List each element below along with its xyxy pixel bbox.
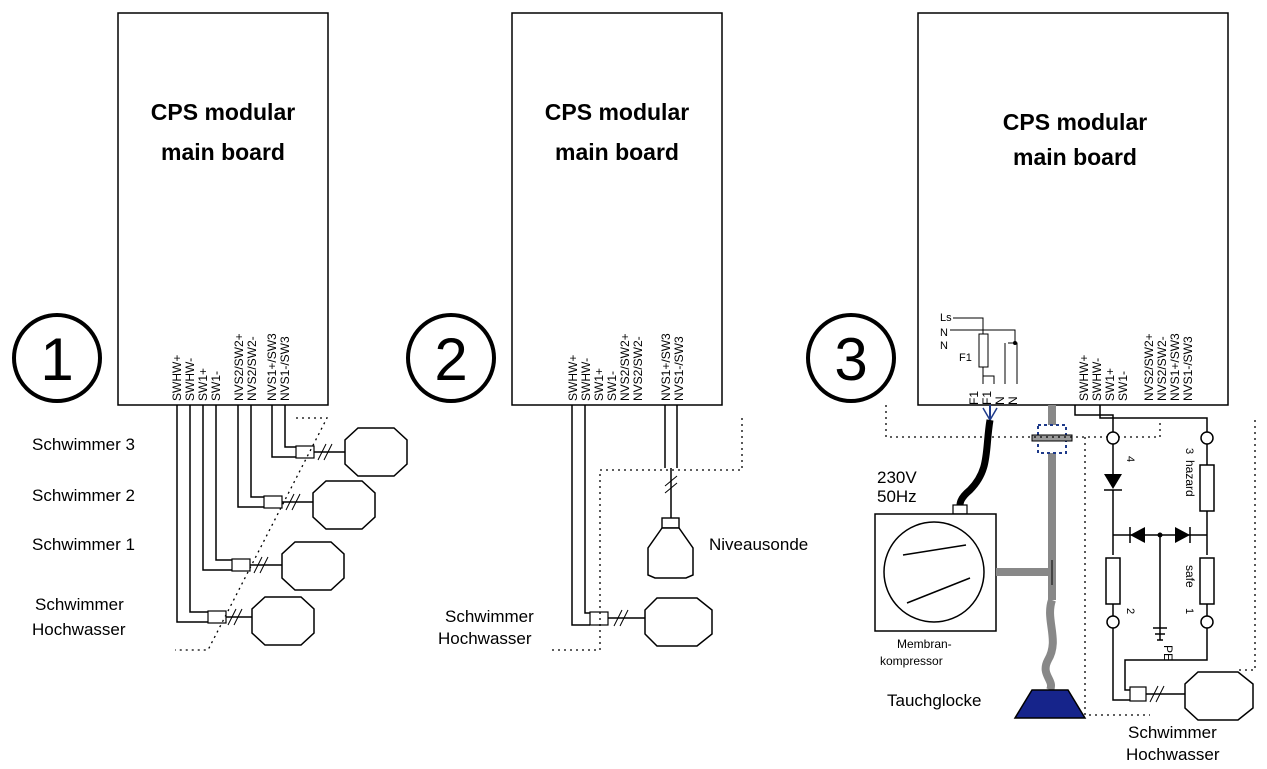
pin-label: NVS1-/SW3 xyxy=(672,336,686,401)
board-title-line1: CPS modular xyxy=(151,99,295,125)
panel-number-2: 2 xyxy=(434,326,467,393)
float-label-hw-b: Hochwasser xyxy=(32,620,126,639)
float-label-1: Schwimmer 1 xyxy=(32,535,135,554)
mains-label: N xyxy=(940,340,948,352)
power-cable xyxy=(956,419,994,511)
pin-label: NVS2/SW2- xyxy=(1155,336,1169,401)
float-label-2: Schwimmer 2 xyxy=(32,486,135,505)
pin-label: NVS1+/SW3 xyxy=(1168,333,1182,401)
safe-label: safe xyxy=(1183,565,1197,588)
float-label-hw-a: Schwimmer xyxy=(1128,723,1217,742)
pin-label: NVS1-/SW3 xyxy=(278,336,292,401)
power-pin-label: N xyxy=(1006,396,1020,405)
pin-label: SWHW+ xyxy=(170,355,184,401)
float-label-hw-b: Hochwasser xyxy=(1126,745,1220,764)
power-pin-label: N xyxy=(993,396,1007,405)
float-label-hw-b: Hochwasser xyxy=(438,629,532,648)
pin-label: SW1- xyxy=(605,371,619,401)
power-pin-label: F1 xyxy=(967,391,981,405)
float-hw-1 xyxy=(251,596,315,646)
mains-input: Ls N N F1 F1 F1 N N xyxy=(940,312,1020,405)
frequency-label: 50Hz xyxy=(877,487,917,506)
panel-3: CPS modular main board 3 Ls N N F1 F1 F1… xyxy=(806,12,1256,764)
cables-1 xyxy=(207,443,345,626)
board-title-line2: main board xyxy=(161,139,285,165)
pin-label: SW1- xyxy=(209,371,223,401)
wires-1 xyxy=(176,405,296,623)
pin-label: NVS2/SW2- xyxy=(245,336,259,401)
membrane-compressor xyxy=(874,513,997,632)
pin-label: SW1- xyxy=(1116,371,1130,401)
wires-2 xyxy=(571,405,678,626)
panel-number-circle-2 xyxy=(406,313,496,403)
pin-label: NVS2/SW2+ xyxy=(232,333,246,401)
pin-label: NVS2/SW2+ xyxy=(618,333,632,401)
board-title-line1: CPS modular xyxy=(545,99,689,125)
float-1 xyxy=(281,541,345,591)
main-board-3 xyxy=(917,12,1229,406)
power-pin-label: F1 xyxy=(980,391,994,405)
panel-number-circle-1 xyxy=(12,313,102,403)
pe-label: PE xyxy=(1161,645,1175,661)
pin-label: SW1+ xyxy=(592,368,606,401)
panel-number-circle-3 xyxy=(806,313,896,403)
pin-labels-3: SWHW+ SWHW- SW1+ SW1- NVS2/SW2+ NVS2/SW2… xyxy=(1077,333,1195,401)
pin-labels-2: SWHW+ SWHW- SW1+ SW1- NVS2/SW2+ NVS2/SW2… xyxy=(566,333,686,401)
float-3 xyxy=(344,427,408,477)
board-title-line1: CPS modular xyxy=(1003,109,1147,135)
main-board-1 xyxy=(117,12,329,406)
pin-label: NVS1-/SW3 xyxy=(1181,336,1195,401)
pin-label: SWHW- xyxy=(1090,358,1104,401)
float-hw-2 xyxy=(644,597,713,647)
panel-number-1: 1 xyxy=(40,326,73,393)
float-hw-3 xyxy=(1184,671,1254,721)
pin-label: SWHW+ xyxy=(566,355,580,401)
compressor-label-a: Membran- xyxy=(897,637,952,651)
panel-2: CPS modular main board 2 SWHW+ SWHW- SW1… xyxy=(406,12,808,651)
pin-label: NVS2/SW2+ xyxy=(1142,333,1156,401)
pin-label: NVS2/SW2- xyxy=(631,336,645,401)
pin-label: SW1+ xyxy=(1103,368,1117,401)
main-board-2 xyxy=(511,12,723,406)
bell-label: Tauchglocke xyxy=(887,691,982,710)
terminal-3: 3 xyxy=(1183,448,1195,454)
hazard-label: hazard xyxy=(1183,460,1197,497)
float-label-hw-a: Schwimmer xyxy=(35,595,124,614)
fuse-label: F1 xyxy=(959,352,972,364)
terminal-1: 1 xyxy=(1183,608,1195,614)
pin-label: NVS1+/SW3 xyxy=(659,333,673,401)
voltage-label: 230V xyxy=(877,468,917,487)
float-label-3: Schwimmer 3 xyxy=(32,435,135,454)
panel-1: CPS modular main board 1 SWHW+ SWHW- SW1… xyxy=(12,12,408,651)
mains-label: N xyxy=(940,327,948,339)
pin-label: SWHW+ xyxy=(1077,355,1091,401)
float-2 xyxy=(312,480,376,530)
terminal-2: 2 xyxy=(1124,608,1136,614)
pin-label: SW1+ xyxy=(196,368,210,401)
pin-label: SWHW- xyxy=(183,358,197,401)
pin-label: SWHW- xyxy=(579,358,593,401)
fuse-f1 xyxy=(978,333,989,368)
compressor-label-b: kompressor xyxy=(880,654,943,668)
panel-number-3: 3 xyxy=(834,326,867,393)
pin-labels-1: SWHW+ SWHW- SW1+ SW1- NVS2/SW2+ NVS2/SW2… xyxy=(170,333,292,401)
diving-bell xyxy=(1013,689,1087,719)
board-title-line2: main board xyxy=(1013,144,1137,170)
terminal-4: 4 xyxy=(1124,456,1136,462)
sensor-circuit: 4 3 hazard safe 2 1 PE xyxy=(1074,405,1215,701)
probe-label: Niveausonde xyxy=(709,535,808,554)
pin-label: NVS1+/SW3 xyxy=(265,333,279,401)
mains-label: Ls xyxy=(940,312,952,324)
level-probe xyxy=(647,517,694,579)
board-title-line2: main board xyxy=(555,139,679,165)
float-label-hw-a: Schwimmer xyxy=(445,607,534,626)
